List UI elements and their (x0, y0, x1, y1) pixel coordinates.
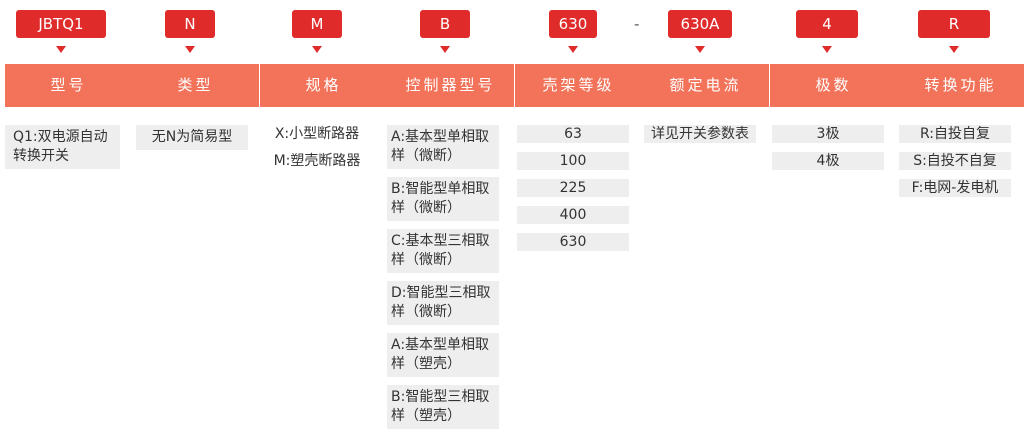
list-item: B:智能型单相取样（微断） (387, 177, 499, 221)
header-controller: 控制器型号 (387, 64, 514, 107)
list-item: X:小型断路器 (274, 126, 360, 142)
list-item: Q1:双电源自动转换开关 (5, 125, 120, 169)
list-item: 400 (517, 206, 629, 224)
header-model: 型号 (5, 64, 132, 107)
code-box-frame: 630 (549, 10, 597, 38)
down-arrow-icon (695, 46, 705, 53)
list-item: 225 (517, 179, 629, 197)
list-item: S:自投不自复 (899, 152, 1011, 170)
down-arrow-icon (949, 46, 959, 53)
code-box-type: N (165, 10, 215, 38)
header-poles: 极数 (770, 64, 897, 107)
down-arrow-icon (822, 46, 832, 53)
header-spec: 规格 (260, 64, 387, 107)
list-item: 63 (517, 125, 629, 143)
code-box-poles: 4 (796, 10, 858, 38)
list-item: A:基本型单相取样（微断） (387, 125, 499, 169)
items-model: Q1:双电源自动转换开关 (5, 125, 120, 177)
list-item: 4极 (772, 152, 884, 170)
down-arrow-icon (440, 46, 450, 53)
list-item: 630 (517, 233, 629, 251)
items-spec: X:小型断路器 M:塑壳断路器 (262, 125, 372, 179)
list-item: D:智能型三相取样（微断） (387, 281, 499, 325)
list-item: 无N为简易型 (136, 125, 248, 150)
list-item: C:基本型三相取样（微断） (387, 229, 499, 273)
items-function: R:自投自复 S:自投不自复 F:电网-发电机 (899, 125, 1011, 197)
list-item: R:自投自复 (899, 125, 1011, 143)
list-item: 3极 (772, 125, 884, 143)
down-arrow-icon (312, 46, 322, 53)
list-item: 详见开关参数表 (644, 125, 756, 143)
down-arrow-icon (568, 46, 578, 53)
items-controller: A:基本型单相取样（微断） B:智能型单相取样（微断） C:基本型三相取样（微断… (387, 125, 514, 429)
items-poles: 3极 4极 (772, 125, 884, 170)
items-frame: 63 100 225 400 630 (517, 125, 629, 251)
code-box-function: R (918, 10, 990, 38)
items-current: 详见开关参数表 (644, 125, 756, 151)
items-type: 无N为简易型 (136, 125, 248, 158)
code-box-current: 630A (668, 10, 732, 38)
header-frame: 壳架等级 (515, 64, 642, 107)
list-item: F:电网-发电机 (899, 179, 1011, 197)
code-box-spec: M (292, 10, 342, 38)
header-type: 类型 (132, 64, 259, 107)
header-function: 转换功能 (897, 64, 1024, 107)
list-item: A:基本型单相取样（塑壳） (387, 333, 499, 377)
list-item: 100 (517, 152, 629, 170)
separator-dash: - (634, 15, 640, 33)
code-box-model: JBTQ1 (16, 10, 106, 38)
down-arrow-icon (185, 46, 195, 53)
list-item: B:智能型三相取样（塑壳） (387, 385, 499, 429)
list-item: M:塑壳断路器 (273, 153, 361, 169)
code-box-controller: B (420, 10, 470, 38)
down-arrow-icon (56, 46, 66, 53)
header-current: 额定电流 (642, 64, 769, 107)
